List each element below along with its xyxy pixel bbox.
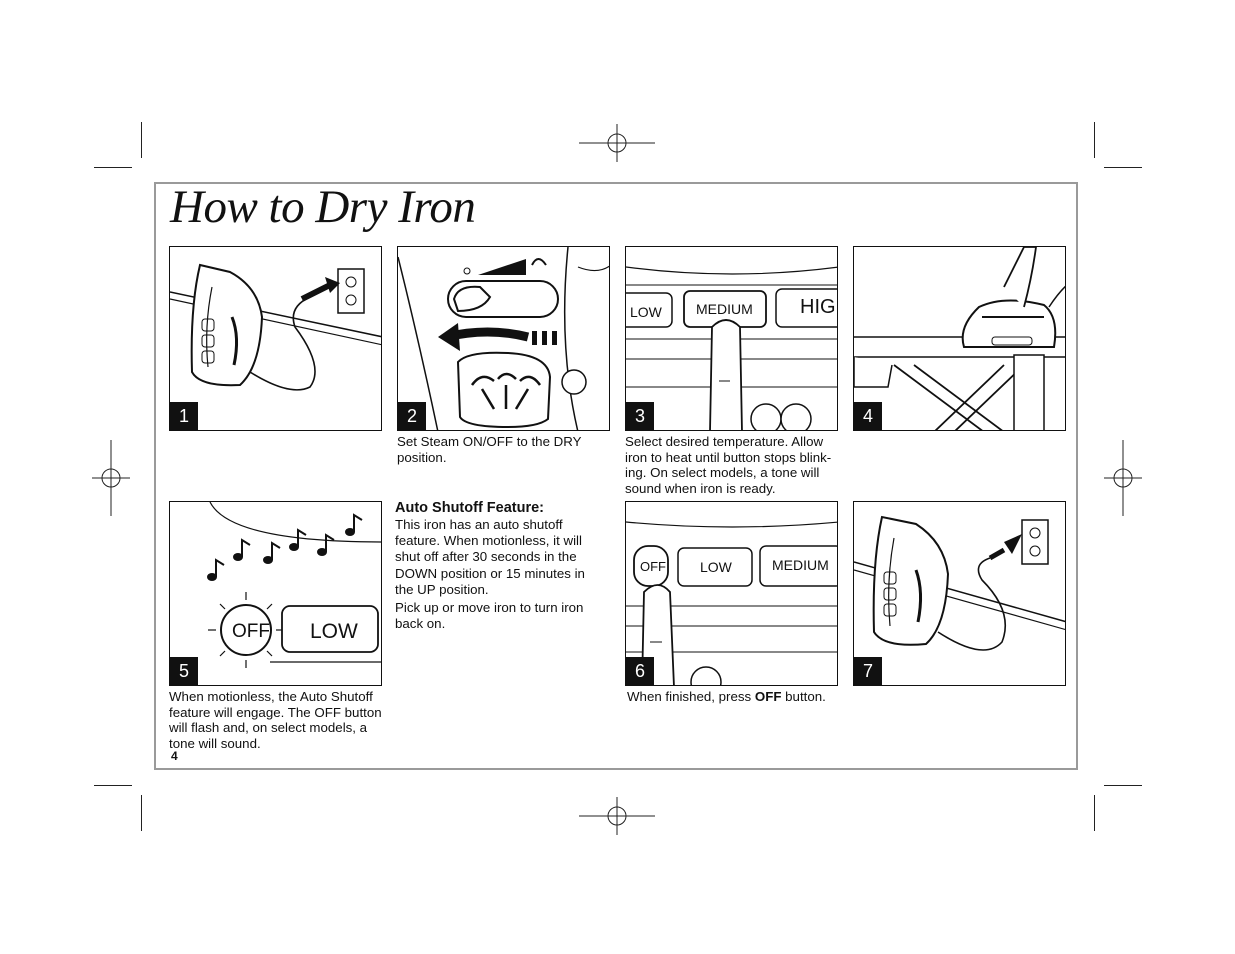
press-off-icon: OFF LOW MEDIUM [626, 521, 837, 685]
crop-mark [141, 795, 142, 831]
step-2-illustration: 2 [397, 246, 610, 431]
music-note-icon [207, 513, 363, 581]
low-label: LOW [310, 620, 358, 643]
step-number: 2 [398, 402, 426, 430]
step-number: 3 [626, 402, 654, 430]
registration-mark-icon [579, 797, 655, 835]
medium-label: MEDIUM [772, 557, 829, 573]
low-label: LOW [700, 559, 733, 575]
auto-shutoff-heading: Auto Shutoff Feature: [395, 500, 545, 516]
temperature-buttons-icon: LOW MEDIUM HIGH [626, 266, 838, 430]
step-5-caption: When motionless, the Auto Shutoff featur… [169, 689, 382, 751]
low-label: LOW [630, 304, 663, 320]
step-number: 6 [626, 657, 654, 685]
caption-bold-text: OFF [754, 689, 782, 704]
ironing-board-icon [854, 247, 1065, 430]
registration-mark-icon [1104, 440, 1142, 516]
step-5-illustration: OFF LOW 5 [169, 501, 382, 686]
page-number: 4 [171, 749, 178, 763]
off-label: OFF [640, 559, 666, 574]
caption-text: button. [781, 689, 826, 704]
off-label: OFF [232, 621, 270, 642]
registration-mark-icon [92, 440, 130, 516]
crop-mark [1094, 795, 1095, 831]
step-3-caption: Select desired temperature. Allow iron t… [625, 434, 832, 496]
step-6-illustration: OFF LOW MEDIUM 6 [625, 501, 838, 686]
steam-dial-icon [398, 247, 609, 430]
iron-plug-icon [170, 263, 381, 391]
step-6-caption: When finished, press OFF button. [627, 689, 842, 705]
high-label: HIGH [800, 296, 838, 318]
page-frame [154, 182, 1078, 770]
step-7-illustration: 7 [853, 501, 1066, 686]
crop-mark [1104, 167, 1142, 168]
crop-mark [94, 167, 132, 168]
crop-mark [1094, 122, 1095, 158]
registration-mark-icon [579, 124, 655, 162]
page-title: How to Dry Iron [170, 181, 476, 233]
crop-mark [94, 785, 132, 786]
iron-unplug-icon [854, 515, 1065, 651]
step-number: 5 [170, 657, 198, 685]
step-4-illustration: 4 [853, 246, 1066, 431]
step-number: 1 [170, 402, 198, 430]
caption-text: When finished, press [627, 689, 755, 704]
step-1-illustration: 1 [169, 246, 382, 431]
auto-shutoff-body: This iron has an auto shutoff feature. W… [395, 517, 600, 632]
auto-shutoff-paragraph: This iron has an auto shutoff feature. W… [395, 517, 585, 597]
medium-label: MEDIUM [696, 301, 753, 317]
step-number: 7 [854, 657, 882, 685]
step-2-caption: Set Steam ON/OFF to the DRY position. [397, 434, 582, 465]
step-number: 4 [854, 402, 882, 430]
crop-mark [1104, 785, 1142, 786]
crop-mark [141, 122, 142, 158]
step-3-illustration: LOW MEDIUM HIGH 3 [625, 246, 838, 431]
auto-shutoff-paragraph: Pick up or move iron to turn iron back o… [395, 600, 584, 632]
tone-off-icon: OFF LOW [207, 502, 381, 668]
